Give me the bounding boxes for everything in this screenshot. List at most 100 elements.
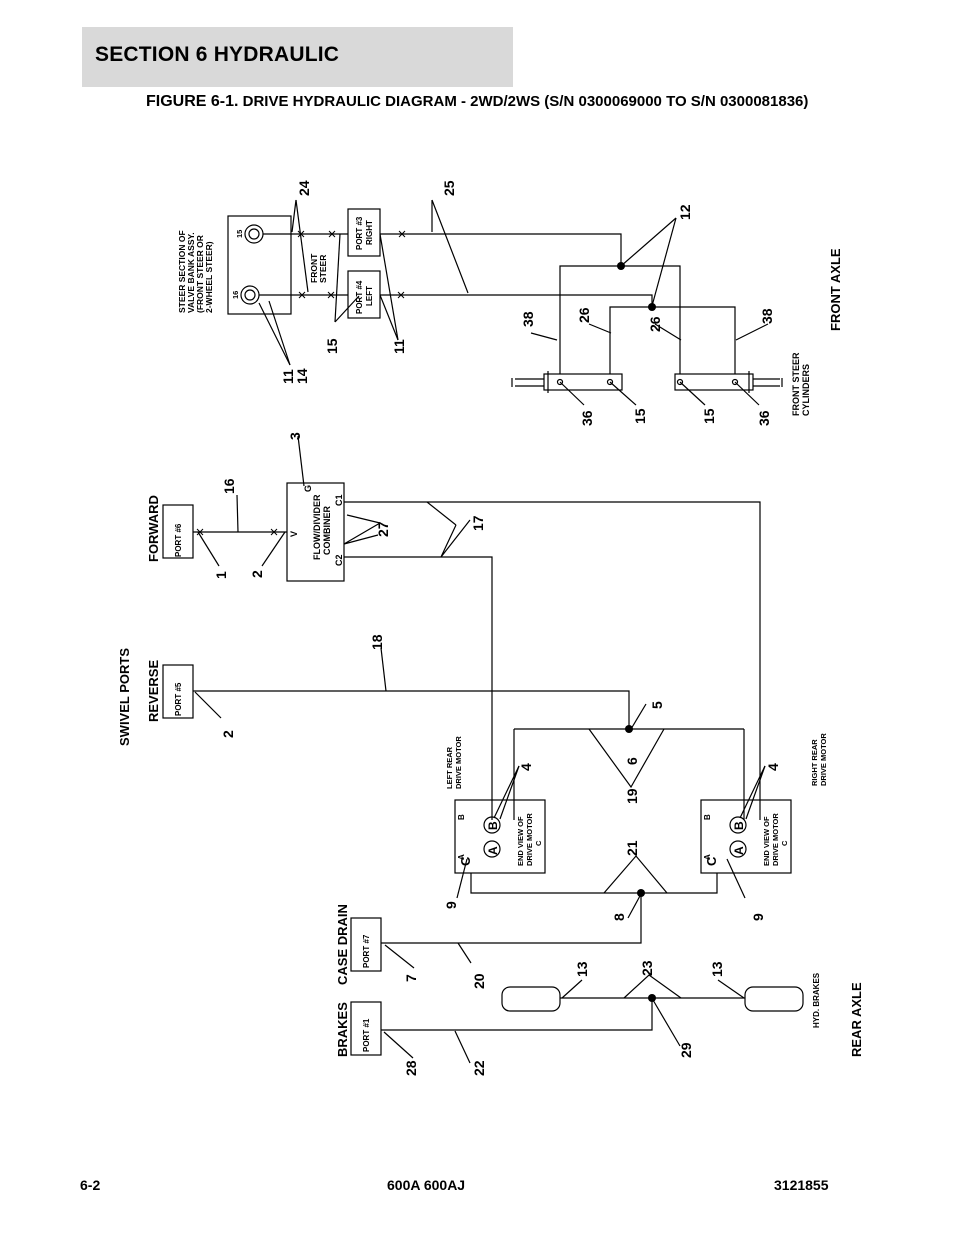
- right-drive-motor: [700, 799, 792, 874]
- callout-19: 19: [624, 788, 640, 804]
- callout-2b: 2: [220, 730, 236, 738]
- left-motor-port-b: B: [457, 814, 466, 820]
- callout-17: 17: [470, 515, 486, 531]
- callout-22: 22: [471, 1060, 487, 1076]
- port3-label: PORT #3 RIGHT: [355, 214, 374, 250]
- callout-12: 12: [677, 204, 693, 220]
- footer-page-number: 6-2: [80, 1177, 101, 1193]
- front-steer-label: FRONT STEER: [309, 251, 328, 283]
- callout-14: 14: [294, 368, 310, 384]
- callout-20: 20: [471, 973, 487, 989]
- swivel-ports-label: SWIVEL PORTS: [117, 648, 132, 746]
- port1-box: [350, 1001, 382, 1056]
- right-steer-cylinder: [674, 373, 754, 391]
- valve-port-16-fitting: [240, 285, 260, 305]
- callout-2a: 2: [249, 570, 265, 578]
- callout-29: 29: [678, 1042, 694, 1058]
- callout-13b: 13: [709, 961, 725, 977]
- callout-28: 28: [403, 1060, 419, 1076]
- callout-9b: 9: [750, 913, 766, 921]
- callout-25: 25: [441, 180, 457, 196]
- callout-4b: 4: [765, 763, 781, 771]
- port5-label: PORT #5: [174, 682, 183, 716]
- case-drain-label: CASE DRAIN: [335, 904, 350, 985]
- steer-valve-bank: [227, 215, 292, 315]
- callout-3: 3: [287, 432, 303, 440]
- figure-caption: DRIVE HYDRAULIC DIAGRAM - 2WD/2WS (S/N 0…: [242, 93, 809, 110]
- rear-axle-label: REAR AXLE: [849, 982, 864, 1057]
- reverse-label: REVERSE: [146, 660, 161, 722]
- left-brake: [501, 986, 561, 1012]
- right-motor-circle-a: A: [732, 846, 746, 855]
- callout-26b: 26: [647, 316, 663, 332]
- footer-model: 600A 600AJ: [387, 1177, 466, 1193]
- callout-13a: 13: [574, 961, 590, 977]
- right-motor-port-b: B: [703, 814, 712, 820]
- callout-21: 21: [624, 840, 640, 856]
- callout-7: 7: [403, 974, 419, 982]
- callout-15a: 15: [324, 338, 340, 354]
- flow-divider-label: FLOW/DIVIDER COMBINER: [312, 492, 332, 560]
- right-rear-motor-l1: RIGHT REAR: [810, 739, 819, 786]
- callout-26a: 26: [576, 307, 592, 323]
- fd-g-label: G: [303, 485, 313, 492]
- callout-36b: 36: [756, 410, 772, 426]
- callout-16: 16: [221, 478, 237, 494]
- callout-5: 5: [649, 701, 665, 709]
- right-motor-circle-c: C: [704, 856, 719, 866]
- svg-text:RIGHT REAR DRIVE MOTOR: RIGHT REAR DRIVE MOTOR: [810, 733, 828, 786]
- port7-box: [350, 917, 382, 972]
- port7-label: PORT #7: [362, 934, 371, 968]
- port4-label: PORT #4 LEFT: [355, 278, 374, 314]
- right-motor-port-a: A: [703, 854, 712, 860]
- callout-15c: 15: [701, 408, 717, 424]
- figure-title: FIGURE 6-1. DRIVE HYDRAULIC DIAGRAM - 2W…: [146, 93, 808, 111]
- section-title: SECTION 6 HYDRAULIC: [95, 43, 340, 66]
- callout-9a: 9: [443, 901, 459, 909]
- right-brake: [744, 986, 804, 1012]
- port1-label: PORT #1: [362, 1018, 371, 1052]
- fd-v-label: V: [289, 531, 299, 537]
- right-end-view-label: END VIEW OF DRIVE MOTOR C: [762, 811, 789, 866]
- left-motor-port-a: A: [457, 854, 466, 860]
- callout-11b: 11: [391, 339, 407, 354]
- figure-label: FIGURE 6-1.: [146, 93, 239, 110]
- steer-section-label: STEER SECTION OF VALVE BANK ASSY. (FRONT…: [177, 228, 214, 313]
- forward-label: FORWARD: [146, 495, 161, 562]
- callout-27: 27: [375, 521, 391, 537]
- callout-24: 24: [296, 180, 312, 196]
- brakes-label: BRAKES: [335, 1002, 350, 1057]
- left-end-view-label: END VIEW OF DRIVE MOTOR C: [516, 811, 543, 866]
- right-motor-circle-b: B: [732, 821, 746, 830]
- callout-18: 18: [369, 634, 385, 650]
- left-steer-cylinder: [543, 373, 623, 391]
- svg-text:LEFT REAR DRIVE MOTOR: LEFT REAR DRIVE MOTOR: [445, 736, 463, 789]
- valve-port-15-label: 15: [235, 230, 244, 238]
- footer-doc-number: 3121855: [774, 1177, 829, 1193]
- callout-11a: 11: [280, 369, 296, 384]
- left-rear-motor-l2: DRIVE MOTOR: [454, 736, 463, 789]
- callout-6: 6: [624, 757, 640, 765]
- callout-8: 8: [611, 913, 627, 921]
- port4-box: [347, 270, 381, 319]
- fd-c1-label: C1: [334, 494, 344, 506]
- left-motor-circle-c: C: [458, 856, 473, 866]
- valve-port-15-fitting: [244, 224, 264, 244]
- callout-36a: 36: [579, 410, 595, 426]
- callout-38b: 38: [759, 308, 775, 324]
- front-steer-cylinders-l2: CYLINDERS: [801, 364, 811, 416]
- right-rear-motor-l2: DRIVE MOTOR: [819, 733, 828, 786]
- left-motor-circle-b: B: [486, 821, 500, 830]
- callout-23: 23: [639, 960, 655, 976]
- left-rear-motor-l1: LEFT REAR: [445, 746, 454, 789]
- callout-1: 1: [213, 571, 229, 579]
- hyd-brakes-label: HYD. BRAKES: [812, 972, 821, 1028]
- left-drive-motor: [454, 799, 546, 874]
- callout-15b: 15: [632, 408, 648, 424]
- left-motor-circle-a: A: [486, 846, 500, 855]
- valve-port-16-label: 16: [231, 291, 240, 299]
- port6-label: PORT #6: [174, 523, 183, 557]
- svg-text:FRONT STEER CYLINDERS: FRONT STEER CYLINDERS: [791, 350, 811, 416]
- callout-38a: 38: [520, 311, 536, 327]
